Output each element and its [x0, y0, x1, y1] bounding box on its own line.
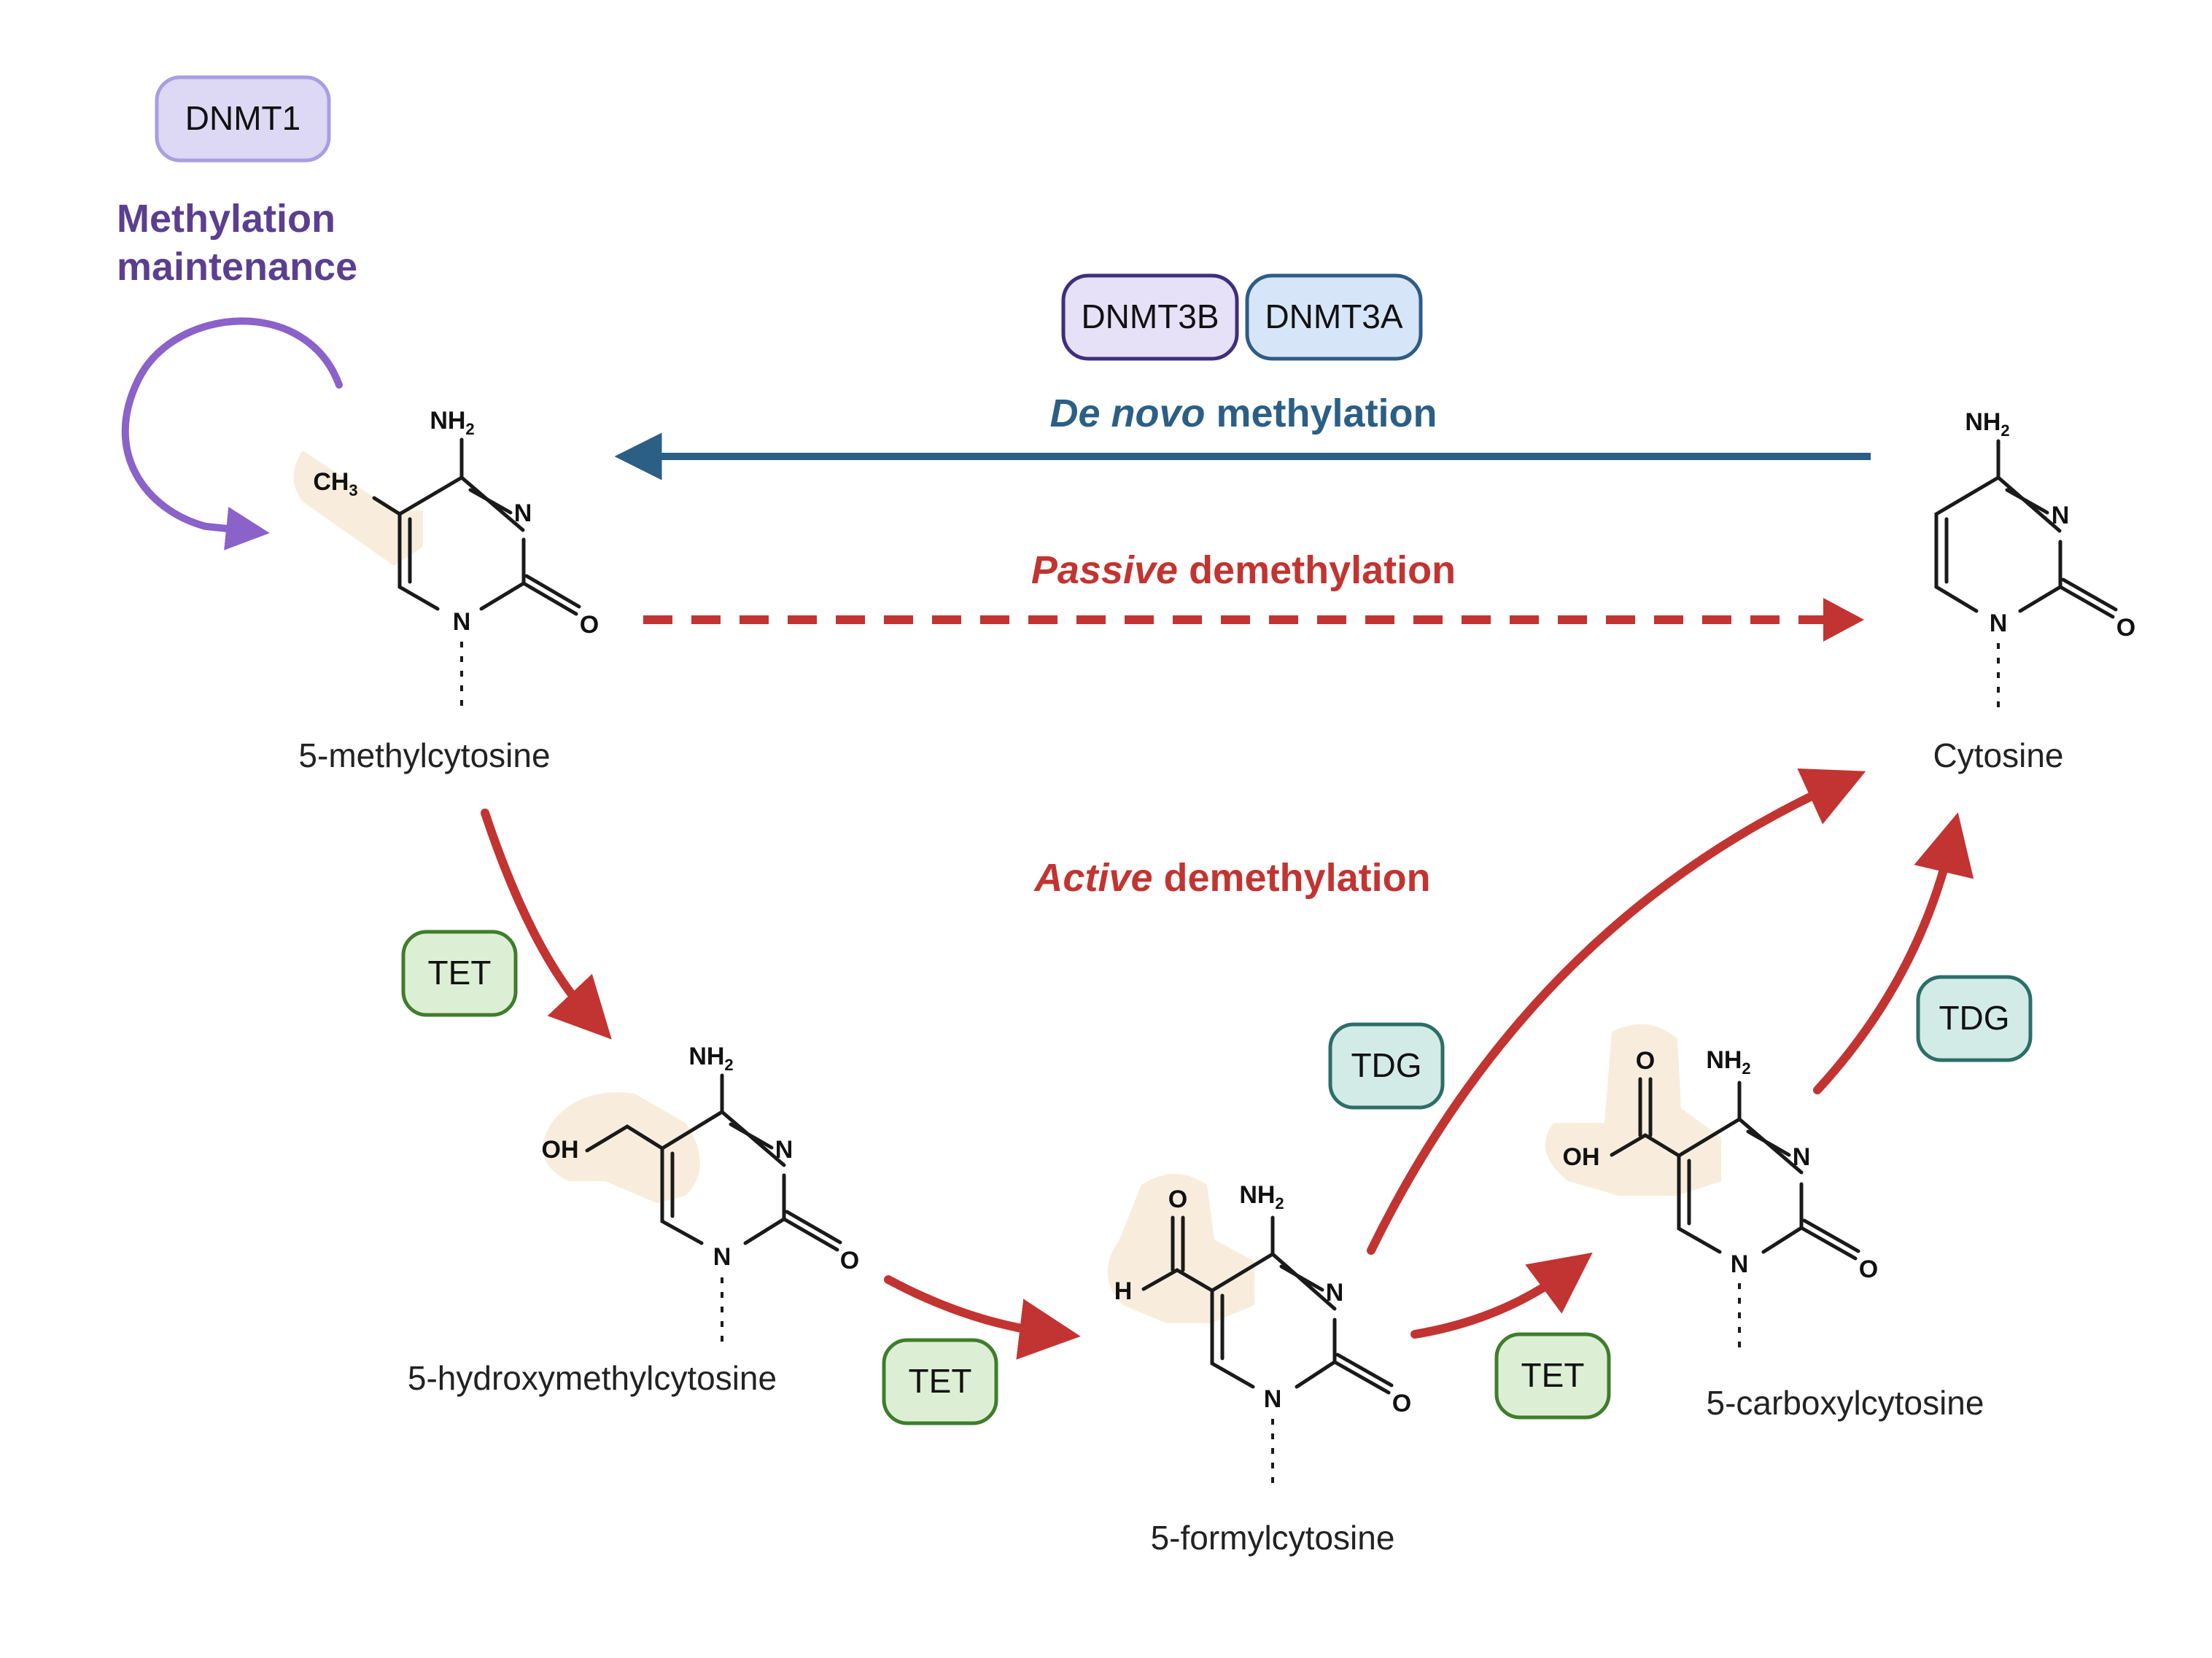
active-demethylation-label: Active demethylation: [1033, 856, 1430, 900]
tet-badge-1: TET: [401, 930, 518, 1017]
arrow-5fc-to-5cac: [1410, 1252, 1593, 1339]
ca5c-n3: N: [1793, 1143, 1811, 1171]
arrow-5mc-to-5hmc: [481, 809, 612, 1040]
label-5-carboxylcytosine: 5-carboxylcytosine: [1707, 1384, 1984, 1422]
cyt-nh2: NH2: [1965, 408, 2009, 440]
maintenance-label-line2: maintenance: [117, 245, 357, 289]
tdg-label-2: TDG: [1939, 999, 2009, 1037]
tet-label-3: TET: [1521, 1356, 1585, 1394]
passive-arrowhead: [1823, 598, 1864, 642]
dnmt1-badge: DNMT1: [155, 75, 331, 163]
hm5c-n1: N: [713, 1243, 731, 1271]
m5c-o2: O: [580, 611, 599, 639]
tdg-label-1: TDG: [1351, 1046, 1421, 1084]
label-5-methylcytosine: 5-methylcytosine: [298, 736, 550, 774]
tdg-badge-2: TDG: [1916, 975, 2033, 1062]
denovo-methylation-label: De novo methylation: [1049, 392, 1437, 435]
label-5-formylcytosine: 5-formylcytosine: [1151, 1519, 1395, 1557]
ca5c-carboxyl-o: O: [1636, 1047, 1655, 1075]
ca5c-carboxyl-oh: OH: [1563, 1143, 1600, 1171]
hm5c-o2: O: [840, 1247, 859, 1274]
molecule-cytosine: N N O NH2 Cytosine: [1933, 408, 2136, 774]
m5c-ch3: CH3: [313, 468, 357, 499]
m5c-n3: N: [514, 499, 532, 527]
cyt-n1: N: [1990, 610, 2008, 637]
m5c-nh2: NH2: [430, 407, 474, 438]
molecule-5-formylcytosine: N N O NH2 O H 5-formylcytosine: [1107, 1174, 1411, 1557]
dnmt3a-label: DNMT3A: [1265, 297, 1402, 335]
f5c-nh2: NH2: [1239, 1181, 1284, 1213]
f5c-o2: O: [1392, 1390, 1411, 1417]
ca5c-nh2: NH2: [1706, 1046, 1750, 1078]
tdg-badge-1: TDG: [1328, 1022, 1445, 1110]
arrow-5cac-to-cytosine: [1813, 812, 1974, 1094]
tet-badge-3: TET: [1494, 1332, 1611, 1420]
tet-label-1: TET: [428, 954, 492, 992]
m5c-n1: N: [453, 608, 471, 636]
hm5c-nh2: NH2: [688, 1043, 733, 1074]
label-5-hydroxymethylcytosine: 5-hydroxymethylcytosine: [408, 1359, 777, 1397]
hm5c-n3: N: [775, 1136, 793, 1164]
f5c-formyl-o: O: [1168, 1186, 1187, 1213]
ca5c-o2: O: [1859, 1256, 1878, 1283]
dnmt3a-badge: DNMT3A: [1245, 273, 1423, 361]
tet-label-2: TET: [909, 1362, 972, 1400]
arrow-5fc-to-cytosine: [1367, 768, 1866, 1255]
arrow-5hmc-to-5fc: [884, 1275, 1081, 1360]
molecule-5-hydroxymethylcytosine: N N O NH2 OH 5-hydroxymethylcytosine: [408, 1043, 859, 1397]
cyt-o2: O: [2116, 614, 2135, 642]
molecule-5-carboxylcytosine: N N O NH2 O OH 5-carboxylcytosine: [1545, 1024, 1984, 1422]
f5c-n3: N: [1326, 1279, 1344, 1307]
hm5c-oh: OH: [542, 1136, 579, 1164]
ca5c-n1: N: [1731, 1250, 1749, 1278]
maintenance-loop-arrow: [121, 317, 343, 550]
dnmt1-label: DNMT1: [185, 99, 300, 137]
f5c-n1: N: [1264, 1385, 1282, 1413]
tet-badge-2: TET: [882, 1338, 998, 1425]
dnmt3b-badge: DNMT3B: [1061, 273, 1239, 361]
cyt-n3: N: [2052, 502, 2070, 529]
molecule-5-methylcytosine: N N O NH2 CH3 5-methylcytosine: [293, 407, 599, 774]
f5c-formyl-h: H: [1114, 1277, 1133, 1305]
dnmt3b-label: DNMT3B: [1081, 297, 1219, 335]
label-cytosine: Cytosine: [1933, 736, 2064, 774]
maintenance-label-line1: Methylation: [117, 197, 335, 241]
passive-demethylation-label: Passive demethylation: [1031, 548, 1456, 592]
